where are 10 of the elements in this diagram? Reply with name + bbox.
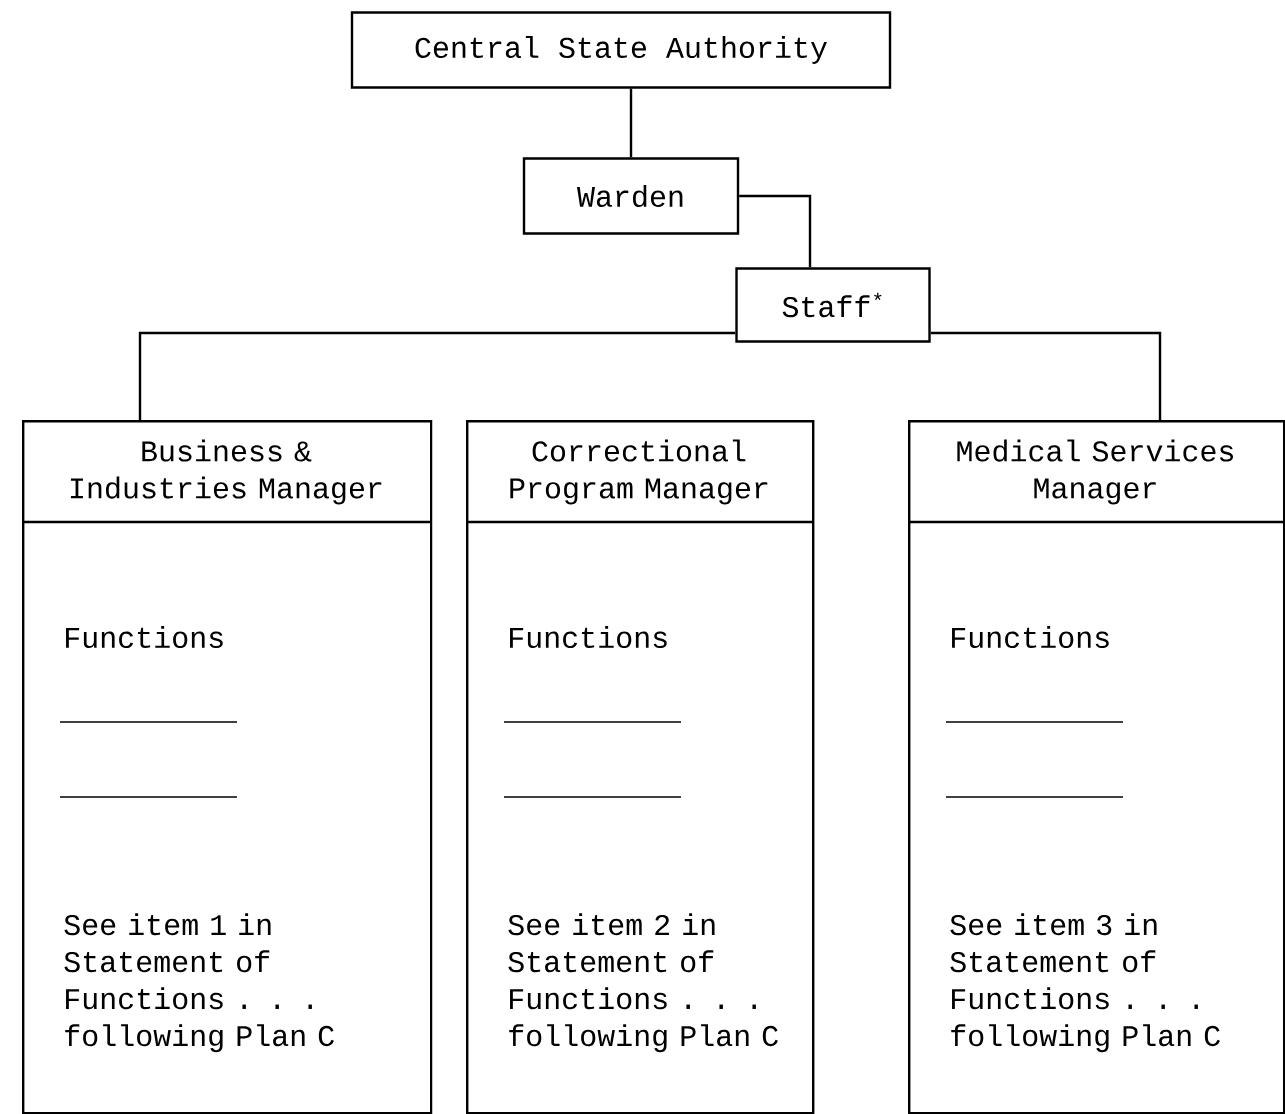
manager-box: Medical Services Manager Functions See item 3 in Statement of Functions . . . following Plan C — [908, 420, 1285, 1114]
org-box: Warden — [522, 157, 740, 235]
manager-box: Business & Industries Manager Functions See item 1 in Statement of Functions . . . following Plan C — [22, 420, 433, 1114]
org-box: Staff$^{*}$ — [735, 267, 931, 343]
connector-line — [739, 194, 812, 268]
connector-line — [629, 88, 633, 158]
connector-line — [138, 331, 736, 420]
connector-line — [930, 331, 1162, 420]
manager-box: Correctional Program Manager Functions See item 2 in Statement of Functions . . . following Plan C — [466, 420, 815, 1114]
org-box: Central State Authority — [350, 11, 892, 89]
